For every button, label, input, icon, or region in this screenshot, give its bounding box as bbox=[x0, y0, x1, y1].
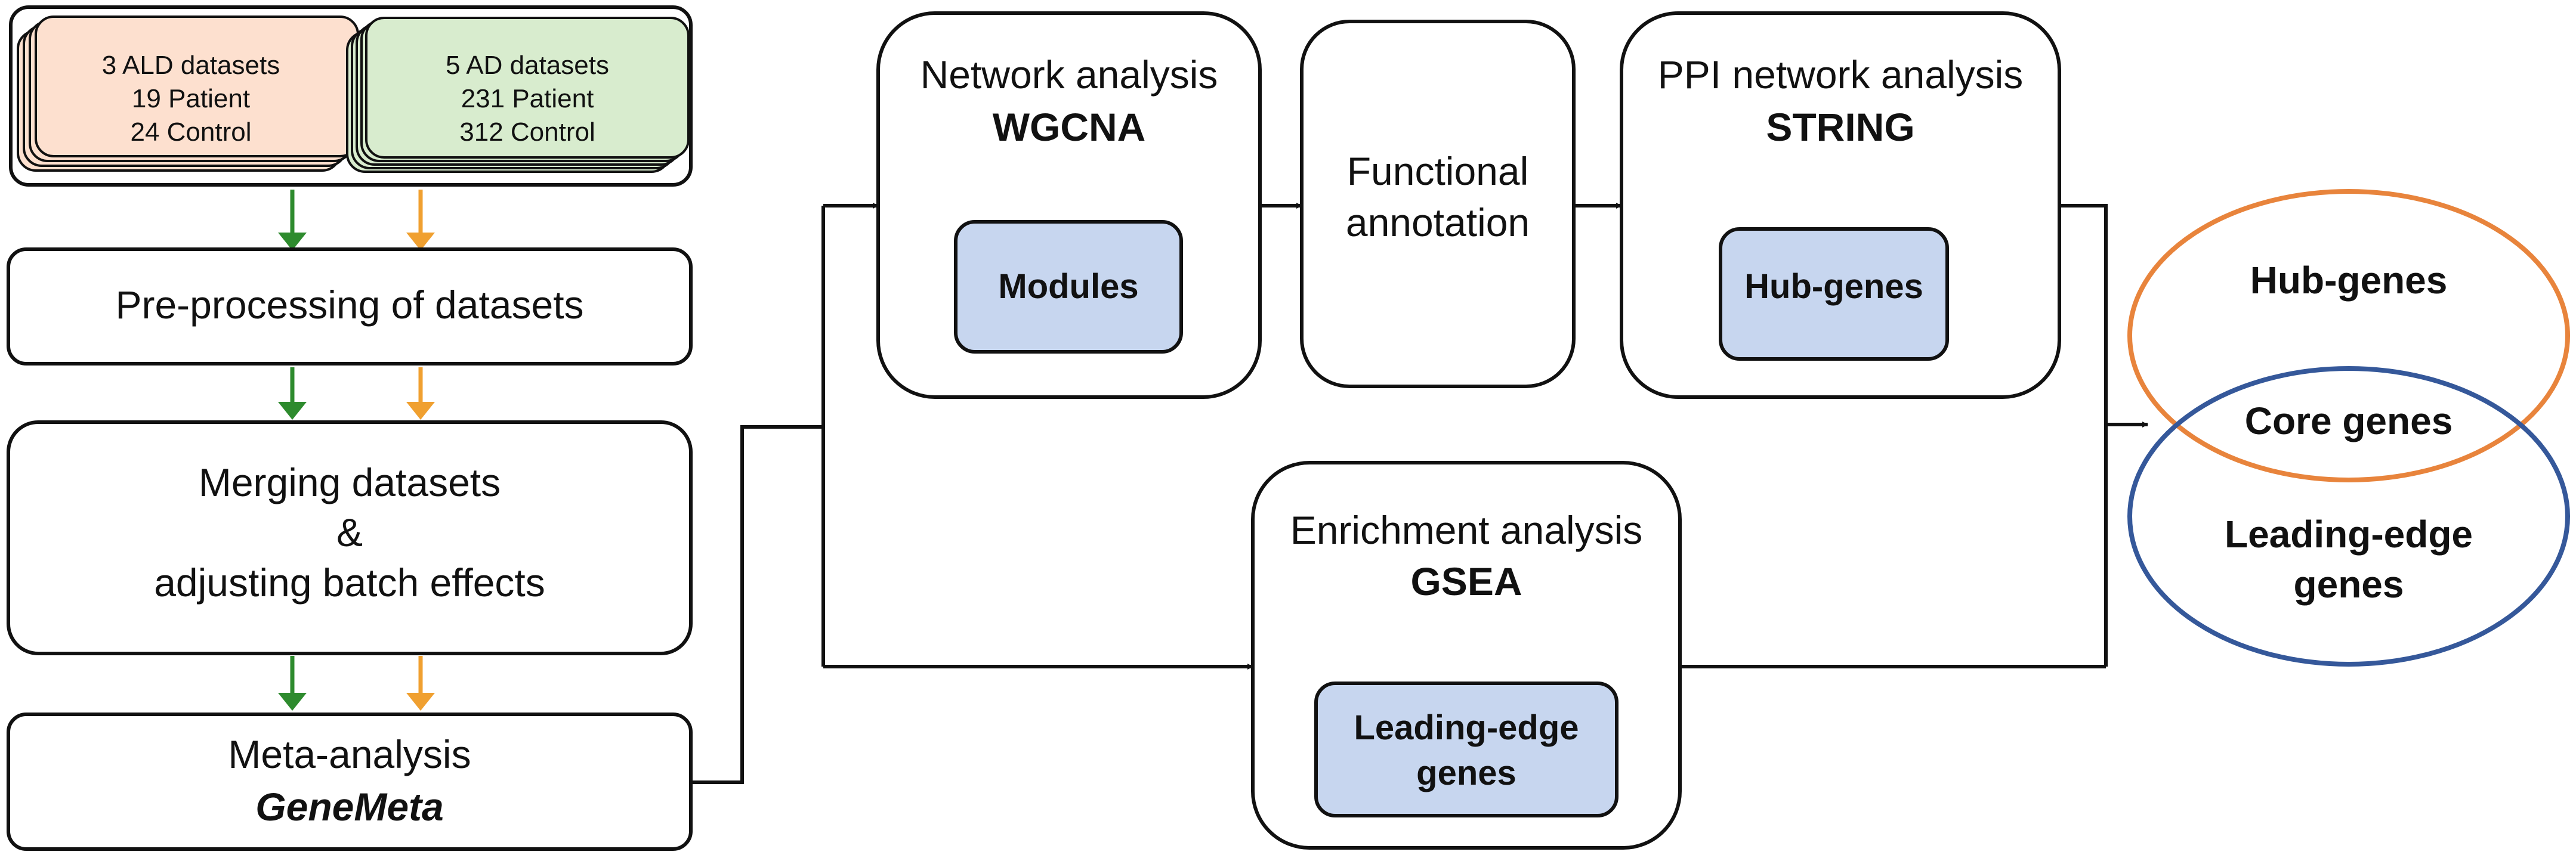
ald-dataset-count: 3 ALD datasets bbox=[102, 51, 280, 80]
ad-dataset-count: 5 AD datasets bbox=[446, 51, 609, 80]
ald-dataset-stack: 3 ALD datasets 19 Patient 24 Control bbox=[17, 16, 359, 172]
hub-genes-set bbox=[2127, 189, 2570, 482]
functional-annotation-line1: Functional bbox=[1347, 149, 1529, 193]
hub-genes-box bbox=[1719, 227, 1949, 361]
ppi-analysis-tool: STRING bbox=[1766, 105, 1914, 149]
modules-label: Modules bbox=[998, 267, 1138, 306]
merging-label-line1: Merging datasets bbox=[199, 460, 501, 504]
venn-hub-genes-label: Hub-genes bbox=[2250, 259, 2448, 302]
network-analysis-title: Network analysis bbox=[921, 52, 1218, 97]
dataset-panel: 3 ALD datasets 19 Patient 24 Control 5 A… bbox=[9, 5, 693, 187]
ad-control-count: 312 Control bbox=[459, 117, 595, 147]
ald-patient-count: 19 Patient bbox=[132, 84, 250, 113]
preprocessing-step: Pre-processing of datasets bbox=[7, 247, 693, 365]
ald-control-count: 24 Control bbox=[130, 117, 251, 147]
enrichment-analysis-box: Enrichment analysis GSEA Leading-edge ge… bbox=[1251, 461, 1682, 850]
enrichment-analysis-tool: GSEA bbox=[1410, 559, 1522, 603]
meta-analysis-title: Meta-analysis bbox=[228, 732, 471, 776]
connector-lines bbox=[691, 203, 2148, 784]
hub-genes-label: Hub-genes bbox=[1744, 267, 1923, 306]
ad-patient-count: 231 Patient bbox=[461, 84, 594, 113]
merging-label-line2: & bbox=[336, 510, 363, 555]
leading-edge-label-line2: genes bbox=[1416, 754, 1516, 792]
network-analysis-tool: WGCNA bbox=[993, 105, 1146, 149]
merging-label-line3: adjusting batch effects bbox=[154, 560, 545, 605]
venn-core-genes-label: Core genes bbox=[2245, 399, 2453, 442]
ppi-analysis-title: PPI network analysis bbox=[1658, 52, 2024, 97]
dataset-flow-arrows bbox=[278, 190, 435, 711]
network-analysis-box: Network analysis WGCNA Modules bbox=[876, 11, 1262, 399]
functional-annotation-line2: annotation bbox=[1346, 200, 1530, 244]
leading-edge-set bbox=[2127, 366, 2570, 667]
merging-step: Merging datasets & adjusting batch effec… bbox=[7, 420, 693, 655]
enrichment-analysis-title: Enrichment analysis bbox=[1290, 508, 1643, 552]
leading-edge-label-line1: Leading-edge bbox=[1354, 708, 1579, 747]
functional-annotation-box: Functional annotation bbox=[1300, 20, 1576, 388]
modules-box bbox=[954, 220, 1183, 354]
venn-diagram: Hub-genes Core genes Leading-edge genes bbox=[2127, 189, 2570, 667]
meta-analysis-tool: GeneMeta bbox=[255, 785, 443, 829]
venn-leading-edge-label-line2: genes bbox=[2294, 563, 2404, 606]
ad-dataset-stack: 5 AD datasets 231 Patient 312 Control bbox=[346, 17, 690, 173]
leading-edge-box bbox=[1314, 682, 1619, 817]
preprocessing-label: Pre-processing of datasets bbox=[115, 283, 583, 327]
ppi-analysis-box: PPI network analysis STRING Hub-genes bbox=[1620, 11, 2061, 399]
venn-leading-edge-label-line1: Leading-edge bbox=[2225, 513, 2473, 556]
meta-analysis-step: Meta-analysis GeneMeta bbox=[7, 713, 693, 851]
